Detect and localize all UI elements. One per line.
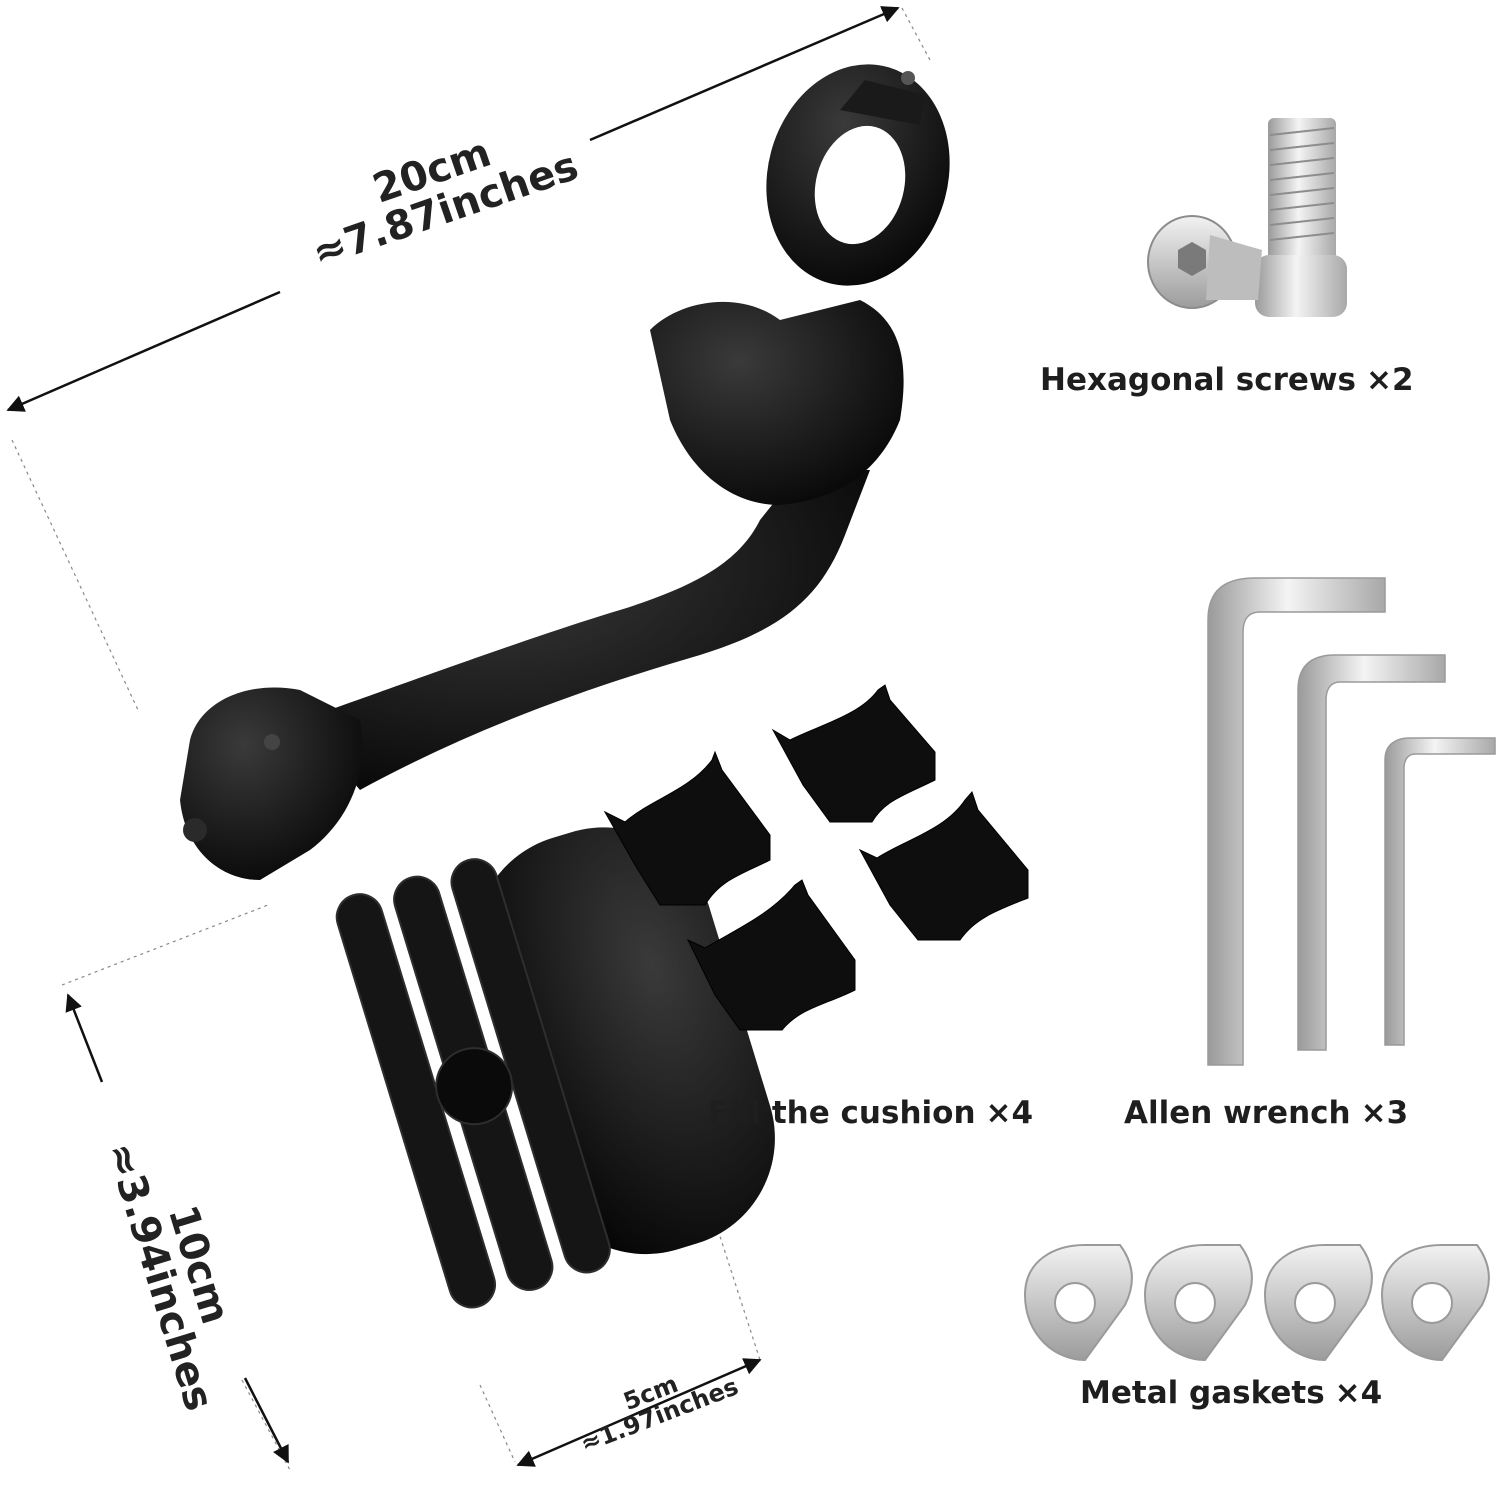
part-label-gaskets: Metal gaskets×4 (1080, 1378, 1382, 1409)
part-label-cushion: Fill the cushion×4 (708, 1098, 1033, 1129)
gaskets-qty: ×4 (1334, 1375, 1383, 1411)
footpeg-pad (335, 827, 775, 1309)
part-label-screws: Hexagonal screws×2 (1040, 365, 1414, 396)
cushion-shim-icon (603, 684, 1029, 1031)
dimension-length-line (6, 6, 900, 412)
cushion-name: Fill the cushion (708, 1095, 976, 1131)
part-label-wrench: Allen wrench×3 (1124, 1098, 1408, 1129)
wrench-name: Allen wrench (1124, 1095, 1351, 1131)
washer-icon (1023, 1244, 1490, 1362)
gaskets-name: Metal gaskets (1080, 1375, 1325, 1411)
screws-qty: ×2 (1366, 362, 1414, 398)
hex-screw-icon (1147, 118, 1347, 317)
allen-wrench-icon (1207, 577, 1496, 1066)
dimension-width-line (516, 1358, 762, 1467)
dimension-height-line (65, 993, 290, 1464)
footpeg-bracket (180, 64, 950, 880)
cushion-qty: ×4 (985, 1095, 1034, 1131)
screws-name: Hexagonal screws (1040, 362, 1357, 398)
wrench-qty: ×3 (1360, 1095, 1409, 1131)
